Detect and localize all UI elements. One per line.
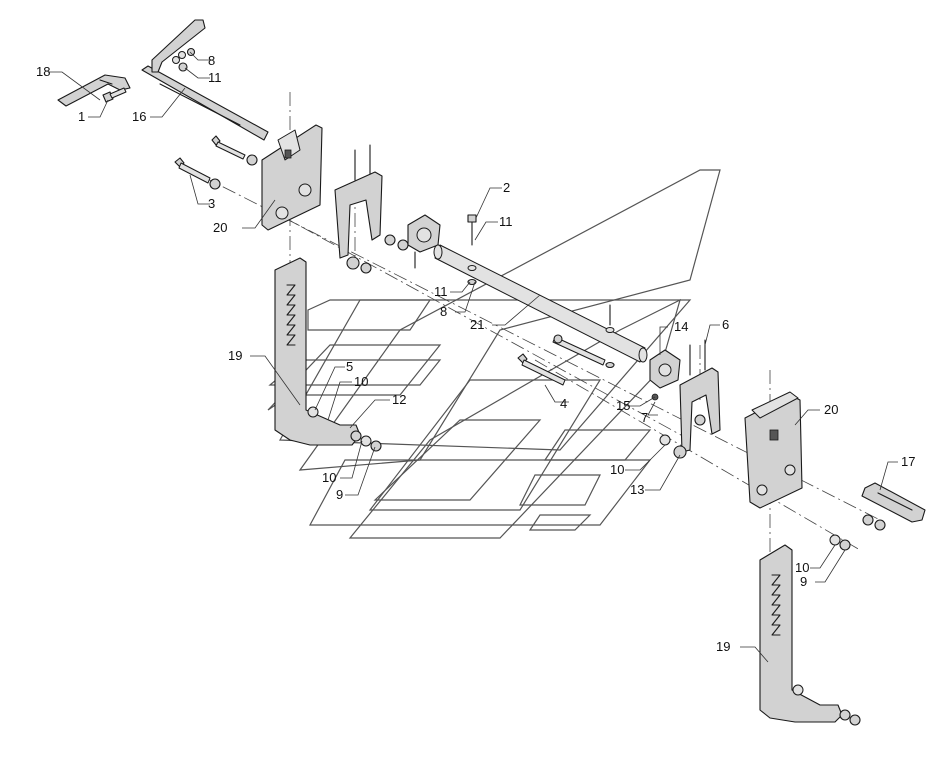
callout-5: 5 <box>346 359 353 374</box>
callout-14: 14 <box>674 319 688 334</box>
callout-21: 21 <box>470 317 484 332</box>
callout-4: 4 <box>560 396 567 411</box>
callout-7: 7 <box>641 410 648 425</box>
part-bolt-upper <box>211 135 258 166</box>
callout-13: 13 <box>630 482 644 497</box>
callout-20-left: 20 <box>213 220 227 235</box>
part-left-u-bracket <box>334 144 409 274</box>
callout-19-left: 19 <box>228 348 242 363</box>
callout-11-top: 11 <box>208 70 222 85</box>
part-long-bolt <box>552 334 606 366</box>
part-13-right-u-bracket <box>659 339 721 459</box>
part-14-clamp-block-right <box>649 349 681 401</box>
callout-1: 1 <box>78 109 85 124</box>
part-2-bolt <box>467 214 477 286</box>
part-21-shaft-tube <box>433 244 648 363</box>
part-3-bolt <box>174 157 221 190</box>
part-19-left-notched-arm <box>274 257 382 452</box>
callout-15: 15 <box>616 398 630 413</box>
leader-lines <box>48 51 898 663</box>
callout-8-mid: 8 <box>440 304 447 319</box>
callout-10-c: 10 <box>610 462 624 477</box>
callout-10-b: 10 <box>322 470 336 485</box>
callout-6: 6 <box>722 317 729 332</box>
callout-11-lower: 11 <box>434 284 448 299</box>
callout-18: 18 <box>36 64 50 79</box>
callout-10-a: 10 <box>354 374 368 389</box>
callout-20-right: 20 <box>824 402 838 417</box>
callout-19-right: 19 <box>716 639 730 654</box>
callout-16: 16 <box>132 109 146 124</box>
callout-3: 3 <box>208 196 215 211</box>
part-16-slotted-lever <box>141 65 269 141</box>
part-20-right-mount-plate <box>744 391 803 509</box>
callout-8-top: 8 <box>208 53 215 68</box>
part-clamp-block-left <box>407 214 441 269</box>
callout-17: 17 <box>901 454 915 469</box>
callout-11-mid: 11 <box>499 214 513 229</box>
callout-12: 12 <box>392 392 406 407</box>
part-center-bolt <box>605 304 615 369</box>
part-4-bolt <box>517 353 566 386</box>
callout-labels: 18 1 16 8 11 3 20 2 11 11 8 21 19 5 10 1… <box>36 53 915 654</box>
callout-2: 2 <box>503 180 510 195</box>
callout-9-b: 9 <box>800 574 807 589</box>
watermark-logo <box>267 169 721 539</box>
callout-10-d: 10 <box>795 560 809 575</box>
part-top-bracket <box>151 19 206 73</box>
part-19-right-notched-arm <box>759 534 861 726</box>
part-17-slotted-lever <box>861 482 926 531</box>
part-1-bolt <box>102 87 127 103</box>
callout-9-a: 9 <box>336 487 343 502</box>
part-20-left-mount-plate <box>261 124 323 231</box>
